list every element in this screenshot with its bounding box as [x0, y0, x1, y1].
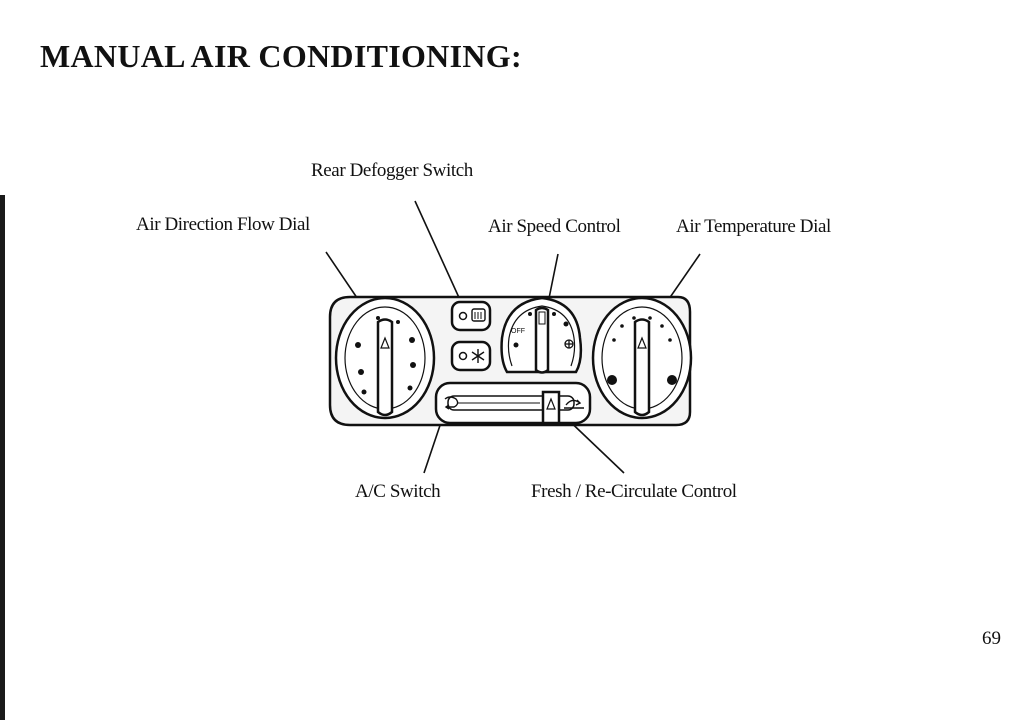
leader-rear-defogger [415, 201, 461, 302]
fresh-recirculate-slider[interactable] [436, 383, 590, 423]
rear-defogger-button[interactable] [452, 302, 490, 330]
air-direction-dial[interactable] [336, 298, 434, 418]
ac-button[interactable] [452, 342, 490, 370]
air-temperature-dial[interactable] [593, 298, 691, 418]
slider-knob[interactable] [543, 392, 559, 423]
fan-icon [565, 340, 573, 348]
speed-off-mark: OFF [511, 328, 525, 335]
page-number: 69 [982, 628, 1001, 650]
